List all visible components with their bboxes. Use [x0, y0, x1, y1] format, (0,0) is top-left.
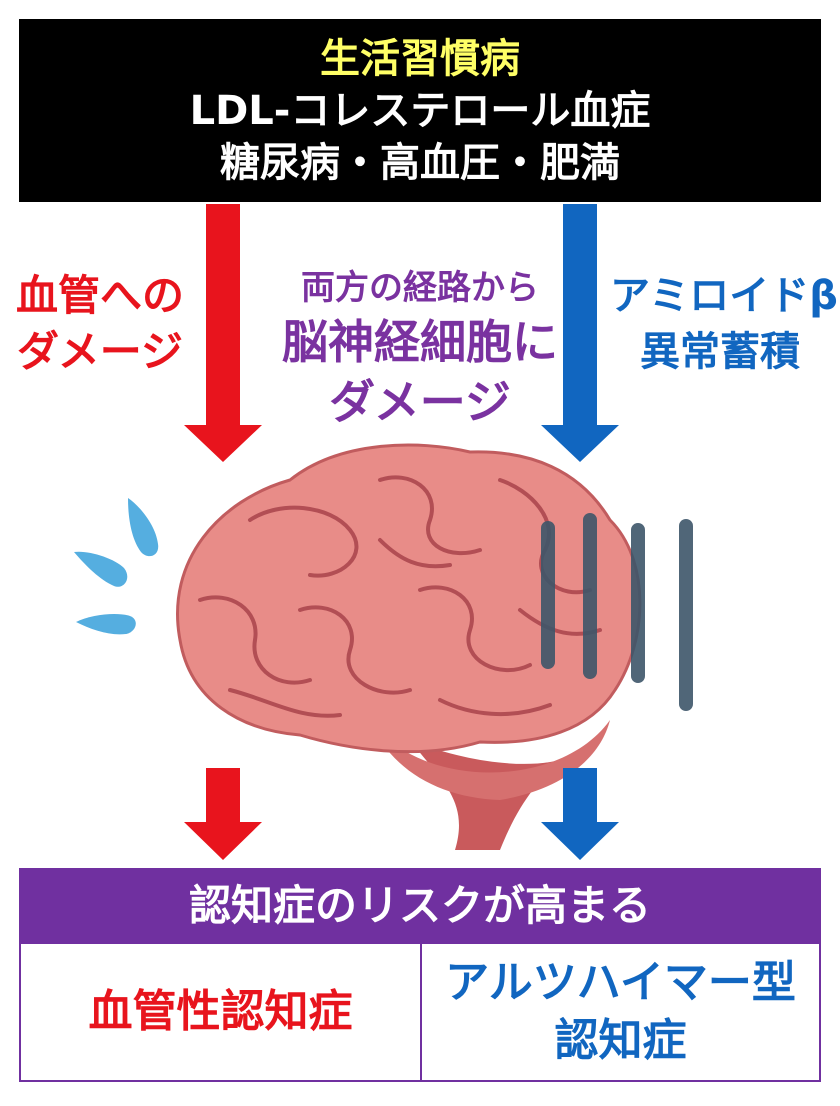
header-title: 生活習慣病 — [320, 36, 520, 82]
neuron-damage-label: 両方の経路から 脳神経細胞に ダメージ — [282, 268, 558, 429]
blue-arrow-down-bottom — [541, 768, 619, 860]
red-arrow-down-top — [184, 204, 262, 462]
vascular-dementia-box: 血管性認知症 — [19, 944, 422, 1082]
amyloid-label: アミロイドβ 異常蓄積 — [610, 273, 838, 375]
header-line-diseases: 糖尿病・高血圧・肥満 — [220, 140, 620, 186]
blue-arrow-down-top — [541, 204, 619, 462]
alzheimer-label-line2: 認知症 — [554, 1015, 687, 1066]
vascular-dementia-label: 血管性認知症 — [88, 986, 353, 1037]
header-line-ldl: LDL-コレステロール血症 — [189, 88, 651, 134]
brain-icon — [176, 443, 642, 850]
alzheimer-label-line1: アルツハイマー型 — [445, 957, 796, 1008]
risk-factors-header: 生活習慣病 LDL-コレステロール血症 糖尿病・高血圧・肥満 — [19, 19, 821, 202]
sweat-drops-icon — [74, 498, 159, 635]
dementia-risk-banner: 認知症のリスクが高まる — [19, 868, 821, 944]
vascular-damage-label: 血管への ダメージ — [15, 271, 184, 376]
red-arrow-down-bottom — [184, 768, 262, 860]
alzheimer-dementia-box: アルツハイマー型 認知症 — [420, 944, 821, 1082]
shake-lines-icon — [541, 513, 693, 711]
